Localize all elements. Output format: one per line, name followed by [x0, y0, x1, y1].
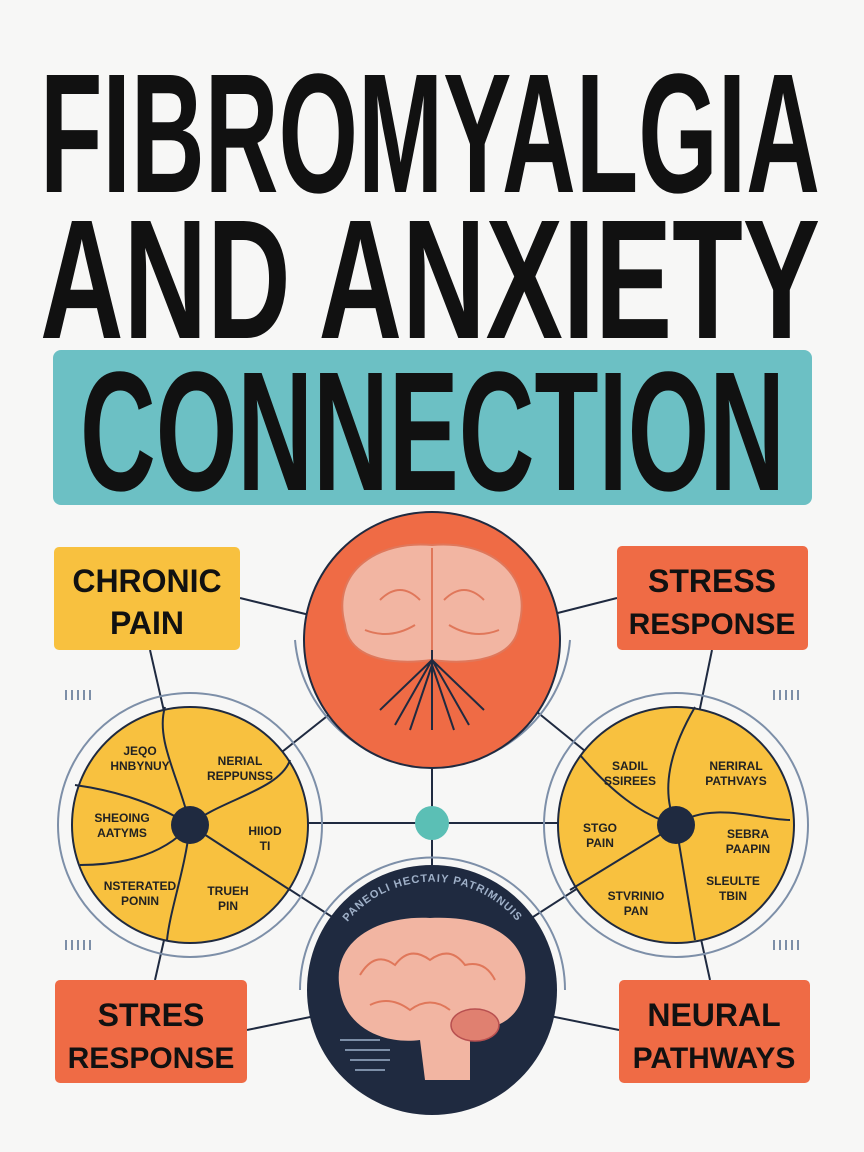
- left-seg-4-l2: TI: [260, 839, 271, 853]
- left-seg-6-l2: PIN: [218, 899, 238, 913]
- right-seg-6-l1: SLEULTE: [706, 874, 760, 888]
- title-line-1: FIBROMYALGIA: [40, 39, 820, 229]
- right-seg-3-l1: STGO: [583, 821, 617, 835]
- left-seg-5-l1: NSTERATED: [104, 879, 177, 893]
- right-seg-1-l2: SSIREES: [604, 774, 656, 788]
- tick-marks: [65, 690, 799, 950]
- left-seg-3-l2: AATYMS: [97, 826, 147, 840]
- right-seg-3-l2: PAIN: [586, 836, 614, 850]
- title-highlight: CONNECTION: [80, 337, 785, 527]
- svg-text:STRES: STRES: [98, 997, 205, 1033]
- left-seg-1-l2: HNBYNUY: [110, 759, 169, 773]
- brain-side-icon: [338, 917, 526, 1080]
- left-seg-3-l1: SHEOING: [94, 811, 149, 825]
- box-neural-pathways: NEURAL PATHWAYS: [619, 980, 810, 1083]
- left-seg-2-l2: REPPUNSS: [207, 769, 273, 783]
- bottom-brain-circle: PANEOLI HECTAIY PATRIMNUIS: [307, 865, 557, 1115]
- box-stress-response-top: STRESS RESPONSE: [617, 546, 808, 650]
- right-seg-4-l2: PAAPIN: [726, 842, 770, 856]
- box-stress-response-bottom: STRES RESPONSE: [55, 980, 247, 1083]
- svg-text:PATHWAYS: PATHWAYS: [633, 1042, 796, 1075]
- right-seg-2-l2: PATHVAYS: [705, 774, 767, 788]
- right-seg-6-l2: TBIN: [719, 889, 747, 903]
- svg-text:RESPONSE: RESPONSE: [68, 1042, 235, 1075]
- title-line-2: AND ANXIETY: [40, 185, 820, 375]
- cerebellum-icon: [450, 1008, 500, 1042]
- center-node: [415, 806, 449, 840]
- box-chronic-pain: CHRONIC PAIN: [54, 547, 240, 650]
- right-seg-1-l1: SADIL: [612, 759, 648, 773]
- right-seg-5-l2: PAN: [624, 904, 648, 918]
- svg-text:STRESS: STRESS: [648, 563, 776, 599]
- svg-text:CHRONIC: CHRONIC: [72, 563, 221, 599]
- left-seg-6-l1: TRUEH: [207, 884, 248, 898]
- right-seg-2-l1: NERIRAL: [709, 759, 762, 773]
- svg-text:NEURAL: NEURAL: [647, 997, 780, 1033]
- left-seg-2-l1: NERIAL: [218, 754, 263, 768]
- svg-text:PAIN: PAIN: [110, 605, 184, 641]
- nerve-roots-icon: [379, 650, 485, 731]
- right-seg-5-l1: STVRINIO: [608, 889, 665, 903]
- right-wheel: SADIL SSIREES NERIRAL PATHVAYS STGO PAIN…: [557, 706, 795, 944]
- left-seg-1-l1: JEQO: [123, 744, 156, 758]
- title-highlight-band: [53, 350, 812, 505]
- right-seg-4-l1: SEBRA: [727, 827, 769, 841]
- left-wheel: JEQO HNBYNUY NERIAL REPPUNSS SHEOING AAT…: [71, 706, 309, 944]
- left-seg-4-l1: HIIOD: [248, 824, 282, 838]
- top-brain-circle: [303, 511, 561, 769]
- svg-text:RESPONSE: RESPONSE: [629, 608, 796, 641]
- left-seg-5-l2: PONIN: [121, 894, 159, 908]
